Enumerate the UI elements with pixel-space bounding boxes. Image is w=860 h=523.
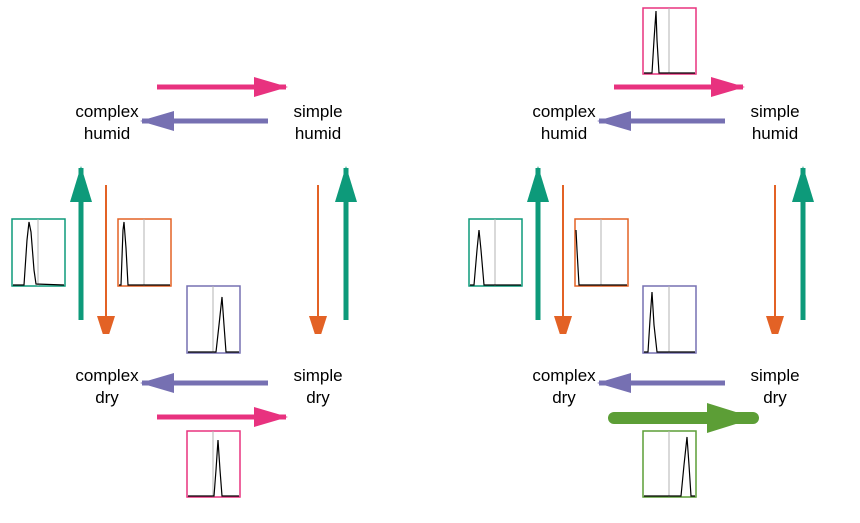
node-simple-dry-right: simple dry xyxy=(715,365,835,409)
node-complex-humid-right-line2: humid xyxy=(540,124,588,143)
inset-green-right xyxy=(642,430,697,498)
node-complex-dry-line1: complex xyxy=(75,366,139,385)
node-complex-humid: complex humid xyxy=(47,101,167,145)
node-complex-dry-line2: dry xyxy=(95,388,119,407)
node-simple-humid-right-line1: simple xyxy=(750,102,800,121)
inset-teal-left xyxy=(11,218,66,287)
panel-right xyxy=(468,7,814,498)
node-simple-dry-right-line2: dry xyxy=(763,388,787,407)
node-simple-dry: simple dry xyxy=(258,365,378,409)
node-simple-dry-line2: dry xyxy=(306,388,330,407)
inset-teal-right xyxy=(468,218,523,287)
node-complex-humid-right-line1: complex xyxy=(532,102,596,121)
node-simple-humid-line1: simple xyxy=(293,102,343,121)
node-simple-humid-right-line2: humid xyxy=(751,124,799,143)
node-simple-humid: simple humid xyxy=(258,101,378,145)
node-complex-humid-line2: humid xyxy=(83,124,131,143)
panel-left xyxy=(11,77,357,498)
node-simple-humid-right: simple humid xyxy=(715,101,835,145)
inset-purple-right xyxy=(642,285,697,354)
inset-orange-left xyxy=(117,218,172,287)
node-simple-dry-line1: simple xyxy=(293,366,343,385)
inset-magenta-left xyxy=(186,430,241,498)
node-complex-humid-right: complex humid xyxy=(504,101,624,145)
node-complex-dry-right-line1: complex xyxy=(532,366,596,385)
node-complex-dry: complex dry xyxy=(47,365,167,409)
node-complex-dry-right-line2: dry xyxy=(552,388,576,407)
inset-orange-right xyxy=(574,218,629,287)
node-simple-humid-line2: humid xyxy=(294,124,342,143)
node-complex-humid-line1: complex xyxy=(75,102,139,121)
inset-magenta-right xyxy=(642,7,697,75)
inset-purple-left xyxy=(186,285,241,354)
node-complex-dry-right: complex dry xyxy=(504,365,624,409)
node-simple-dry-right-line1: simple xyxy=(750,366,800,385)
